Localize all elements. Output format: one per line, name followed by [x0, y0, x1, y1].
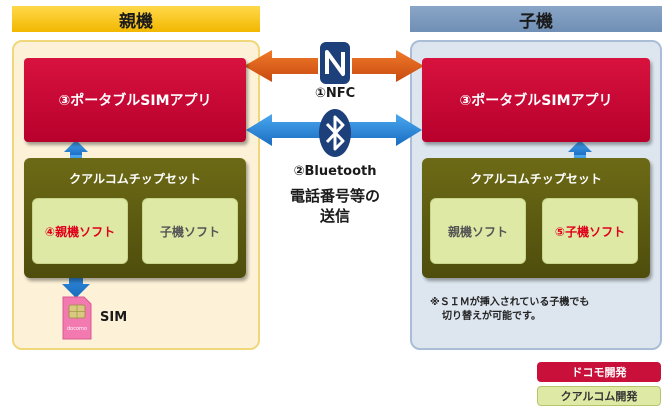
sim-card-text: docomo [67, 326, 87, 332]
bluetooth-desc-line2: 送信 [319, 207, 350, 225]
parent-chipset-title: クアルコムチップセット [69, 172, 201, 186]
child-header: 子機 [410, 6, 662, 32]
child-note-line1: ※ＳＩＭが挿入されている子機でも [430, 297, 590, 308]
legend-qualcomm: クアルコム開発 [537, 386, 661, 406]
child-app-chip-arrow [568, 140, 592, 156]
child-portable-sim-app: ③ポータブルSIMアプリ [422, 58, 650, 142]
child-soft-box-in-parent: 子機ソフト [142, 198, 238, 264]
sim-card-icon: docomo [62, 296, 92, 340]
bluetooth-description: 電話番号等の 送信 [282, 186, 388, 226]
parent-portable-sim-app: ③ポータブルSIMアプリ [24, 58, 246, 142]
parent-soft-box-in-child: 親機ソフト [430, 198, 526, 264]
parent-soft-box: ④親機ソフト [32, 198, 128, 264]
nfc-icon [318, 40, 352, 86]
bluetooth-icon [318, 108, 352, 158]
child-note-line2: 切り替えが可能です。 [442, 311, 541, 322]
child-chipset-title: クアルコムチップセット [470, 172, 602, 186]
child-soft-box: ⑤子機ソフト [542, 198, 638, 264]
parent-app-chip-arrow [64, 140, 88, 156]
child-note: ※ＳＩＭが挿入されている子機でも 切り替えが可能です。 [430, 296, 656, 324]
sim-label: SIM [100, 310, 128, 325]
parent-header: 親機 [12, 6, 260, 32]
parent-chipset: クアルコムチップセット ④親機ソフト 子機ソフト [24, 158, 246, 278]
bluetooth-desc-line1: 電話番号等の [289, 187, 380, 205]
nfc-label: ①NFC [314, 86, 356, 101]
child-chipset: クアルコムチップセット 親機ソフト ⑤子機ソフト [422, 158, 650, 278]
legend-docomo: ドコモ開発 [537, 362, 661, 382]
bluetooth-label: ②Bluetooth [293, 164, 377, 179]
